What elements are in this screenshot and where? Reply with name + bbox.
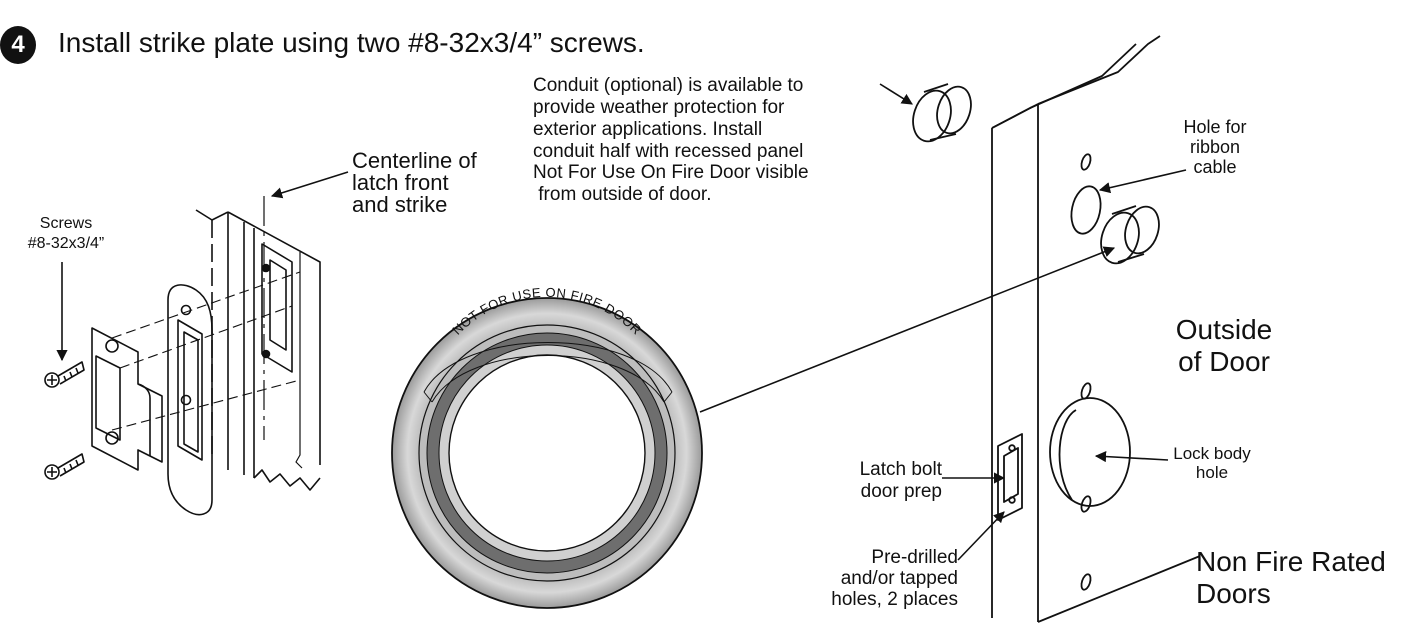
closeup-leader bbox=[699, 246, 1116, 413]
conduit-note-line-5: Not For Use On Fire Door visible bbox=[533, 162, 809, 184]
latch-front bbox=[167, 284, 213, 516]
door-type-label-line-2: Doors bbox=[1196, 577, 1271, 609]
latch-prep-label-line-1: Latch bolt bbox=[859, 459, 942, 480]
ribbon-hole-label-line-3: cable bbox=[1193, 157, 1237, 178]
screw-top bbox=[44, 361, 85, 388]
latch-bolt-prep bbox=[997, 433, 1023, 521]
strike-plate bbox=[91, 327, 163, 471]
outside-label: Outside of Door bbox=[1154, 314, 1294, 377]
step-number: 4 bbox=[11, 31, 25, 58]
predrilled-label-line-2: and/or tapped bbox=[840, 567, 958, 589]
alignment-lines bbox=[111, 271, 301, 431]
ribbon-hole-label: Hole for ribbon cable bbox=[1170, 117, 1260, 177]
conduit-closeup: NOT FOR USE ON FIRE DOOR bbox=[391, 285, 703, 609]
predrilled-label-line-1: Pre-drilled bbox=[871, 547, 958, 568]
centerline-label-line-1: Centerline of bbox=[352, 148, 477, 173]
step-title: Install strike plate using two #8-32x3/4… bbox=[58, 27, 645, 58]
centerline-arrow bbox=[270, 171, 349, 199]
door-arrows bbox=[879, 83, 1187, 561]
lock-body-label-line-2: hole bbox=[1195, 463, 1229, 483]
door-jamb bbox=[195, 209, 321, 491]
conduit-note-line-3: exterior applications. Install bbox=[533, 118, 763, 140]
predrilled-label: Pre-drilled and/or tapped holes, 2 place… bbox=[818, 547, 958, 611]
predrilled-label-line-3: holes, 2 places bbox=[831, 588, 958, 610]
conduit-on-door bbox=[1100, 205, 1160, 265]
lock-body-hole bbox=[1049, 397, 1131, 507]
centerline-label-line-2: latch front bbox=[352, 170, 449, 195]
conduit-note: Conduit (optional) is available to provi… bbox=[533, 75, 809, 206]
screws-label-line-2: #8-32x3/4” bbox=[27, 235, 105, 252]
latch-prep-label: Latch bolt door prep bbox=[822, 459, 942, 503]
centerline-label-line-3: and strike bbox=[352, 192, 448, 217]
lock-body-label: Lock body hole bbox=[1164, 444, 1260, 482]
screws-label-line-1: Screws bbox=[39, 215, 93, 232]
outside-label-line-2: of Door bbox=[1178, 345, 1270, 377]
strike-plate-assembly bbox=[44, 196, 321, 516]
conduit-note-line-2: provide weather protection for bbox=[533, 96, 785, 118]
door bbox=[991, 35, 1201, 623]
centerline-label: Centerline of latch front and strike bbox=[352, 150, 477, 216]
conduit-loose bbox=[912, 83, 972, 143]
door-type-label: Non Fire Rated Doors bbox=[1196, 546, 1386, 609]
screw-bottom bbox=[44, 453, 85, 480]
ribbon-hole-label-line-1: Hole for bbox=[1183, 117, 1247, 137]
door-type-label-line-1: Non Fire Rated bbox=[1196, 546, 1386, 577]
ribbon-cable-hole bbox=[1070, 185, 1102, 235]
conduit-note-line-1: Conduit (optional) is available to bbox=[533, 75, 804, 96]
latch-prep-label-line-2: door prep bbox=[860, 480, 942, 502]
step-number-badge: 4 bbox=[0, 26, 36, 64]
conduit-note-line-4: conduit half with recessed panel bbox=[533, 140, 804, 162]
outside-label-line-1: Outside bbox=[1175, 314, 1273, 345]
conduit-note-line-6: from outside of door. bbox=[533, 184, 712, 206]
lock-body-label-line-1: Lock body bbox=[1173, 444, 1251, 463]
screws-label: Screws #8-32x3/4” bbox=[20, 214, 112, 254]
door-assembly bbox=[912, 35, 1201, 623]
ribbon-hole-label-line-2: ribbon bbox=[1189, 137, 1241, 158]
